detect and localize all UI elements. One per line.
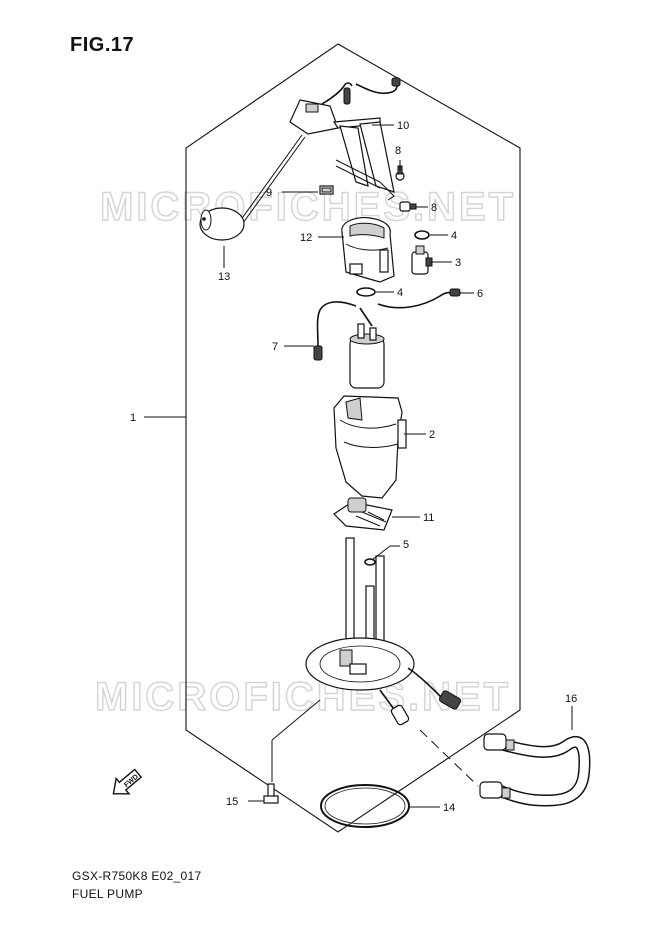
part-15-bolt xyxy=(263,783,279,804)
callout-10: 10 xyxy=(397,120,409,132)
callout-16: 16 xyxy=(565,693,577,705)
diagram-name: FUEL PUMP xyxy=(72,887,143,901)
callout-1: 1 xyxy=(130,412,136,424)
callout-6: 6 xyxy=(477,288,483,300)
part-4-o-ring-upper xyxy=(414,230,430,240)
fuel-pump-motor xyxy=(349,323,385,389)
part-13-fuel-level-float xyxy=(199,134,306,241)
part-7-wire-harness xyxy=(313,301,373,361)
callout-8-upper: 8 xyxy=(395,145,401,157)
callout-9: 9 xyxy=(266,187,272,199)
callout-12: 12 xyxy=(300,232,312,244)
callout-8-lower: 8 xyxy=(431,202,437,214)
part-11-filter xyxy=(333,497,393,531)
callout-2: 2 xyxy=(429,429,435,441)
fwd-direction-arrow: FWD xyxy=(112,768,143,795)
part-10-sender-unit xyxy=(289,77,401,201)
part-3-pressure-regulator xyxy=(411,245,433,275)
figure-title: FIG.17 xyxy=(70,34,135,56)
pump-base-plate xyxy=(305,537,462,726)
callout-15: 15 xyxy=(226,796,238,808)
callout-7: 7 xyxy=(272,341,278,353)
callout-4-upper: 4 xyxy=(451,230,457,242)
leader-lines xyxy=(144,124,573,808)
callout-3: 3 xyxy=(455,257,461,269)
part-8-screw-lower xyxy=(399,201,417,212)
part-5-o-ring xyxy=(364,558,376,566)
callout-4-lower: 4 xyxy=(397,287,403,299)
callout-14: 14 xyxy=(443,802,455,814)
part-9-clip xyxy=(319,185,334,195)
callout-13: 13 xyxy=(218,271,230,283)
part-14-gasket xyxy=(320,784,410,828)
callout-5: 5 xyxy=(403,539,409,551)
diagram-code: GSX-R750K8 E02_017 xyxy=(72,869,202,883)
part-2-pump-holder xyxy=(333,395,407,499)
assembly-outline xyxy=(185,43,521,833)
part-4-o-ring-lower xyxy=(356,287,376,297)
part-16-fuel-hose xyxy=(479,733,591,807)
part-12-regulator-housing xyxy=(341,217,395,283)
callout-11: 11 xyxy=(423,512,434,524)
